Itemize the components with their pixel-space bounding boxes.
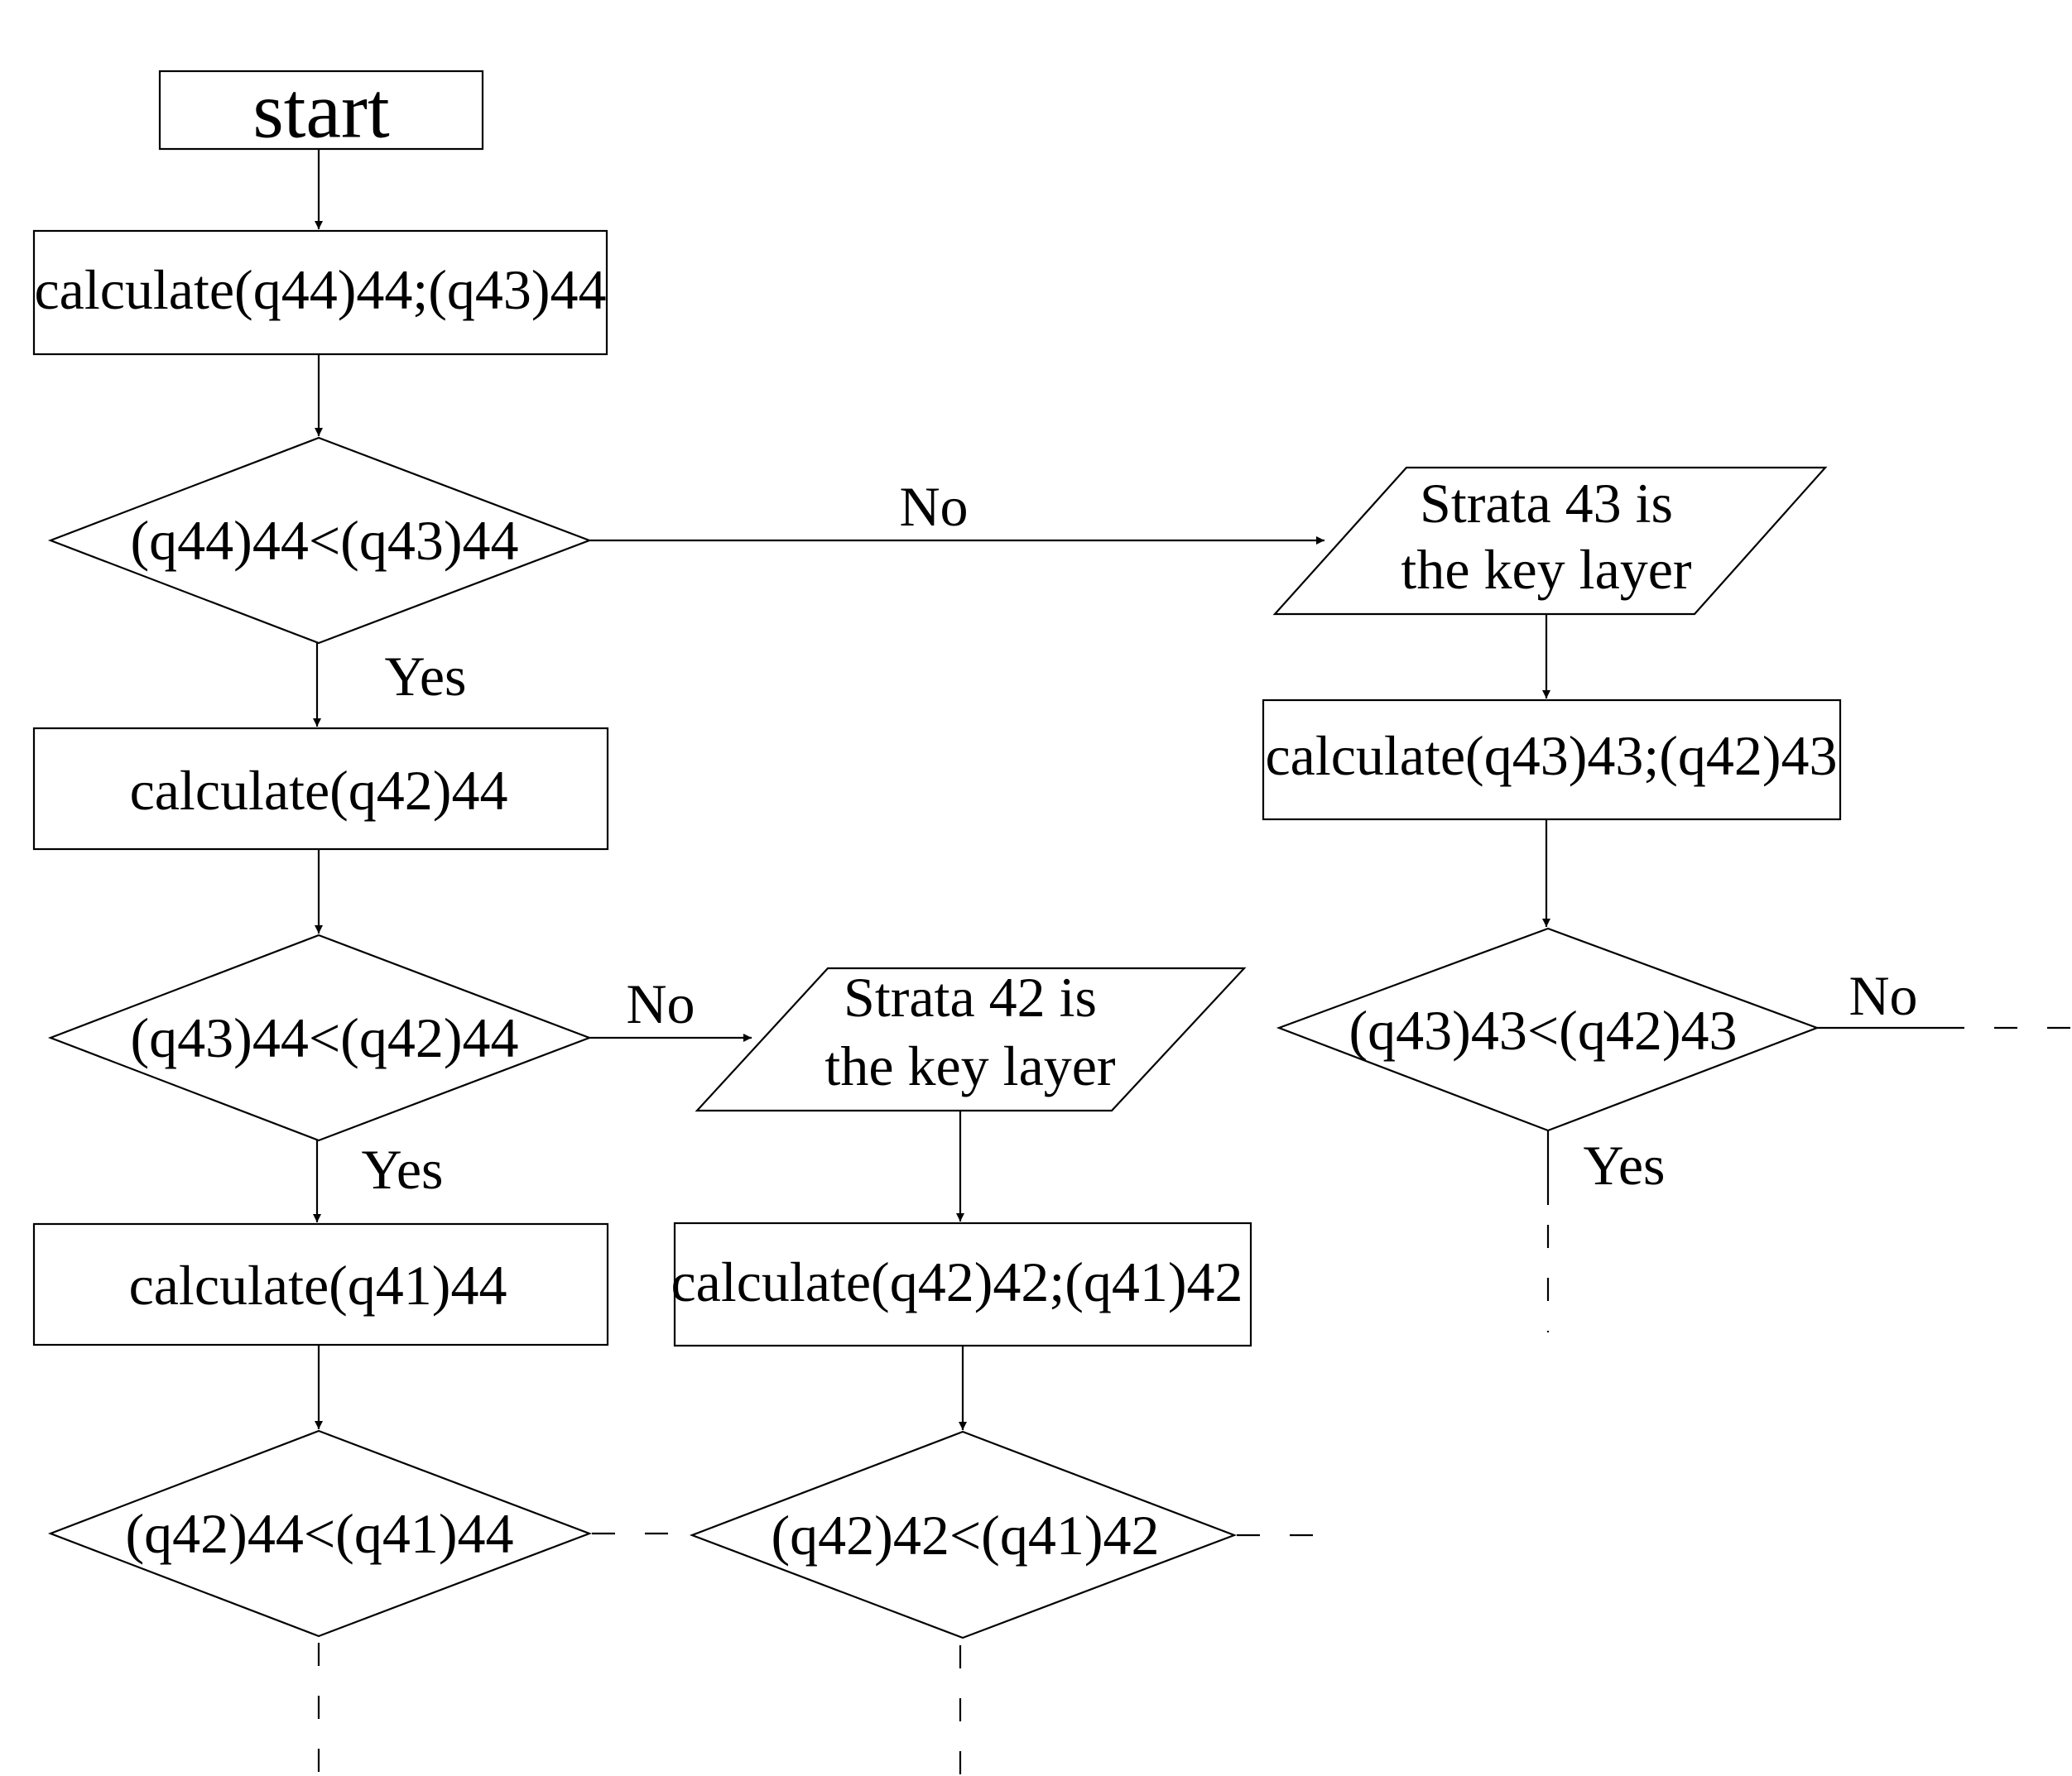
node-calc43: calculate(q43)43;(q42)43 xyxy=(1262,698,1842,821)
node-io43: Strata 43 is the key layer xyxy=(1272,466,1828,616)
node-dec3: (q42)44<(q41)44 xyxy=(47,1429,593,1638)
node-dec1-label: (q44)44<(q43)44 xyxy=(131,509,519,572)
edge-label-no-2: No xyxy=(1848,964,1917,1027)
node-io43-label-line1: Strata 43 is xyxy=(1420,472,1673,535)
node-dec43: (q43)43<(q42)43 xyxy=(1276,927,1820,1132)
edge-dec2-io42: No xyxy=(589,972,752,1042)
node-io42-label-line1: Strata 42 is xyxy=(844,966,1097,1029)
node-calc42-label: calculate(q42)42;(q41)42 xyxy=(671,1250,1243,1313)
node-start-label: start xyxy=(252,66,390,155)
node-io42: Strata 42 is the key layer xyxy=(695,966,1247,1112)
edge-label-yes-3: Yes xyxy=(362,1138,444,1201)
edge-dec43-no: No xyxy=(1817,964,2072,1030)
node-calc2: calculate(q42)44 xyxy=(32,727,609,851)
node-io42-label-line2: the key layer xyxy=(824,1034,1116,1097)
edge-dec43-yes: Yes xyxy=(1546,1130,1666,1332)
edge-label-no-3: No xyxy=(626,972,695,1035)
edge-dec1-io43: No xyxy=(589,475,1324,545)
edge-label-yes-2: Yes xyxy=(1584,1134,1666,1197)
node-start: start xyxy=(158,66,484,155)
node-calc3: calculate(q41)44 xyxy=(32,1222,609,1346)
node-io43-label-line2: the key layer xyxy=(1401,538,1692,601)
node-calc42: calculate(q42)42;(q41)42 xyxy=(671,1222,1252,1347)
node-calc43-label: calculate(q43)43;(q42)43 xyxy=(1265,724,1837,787)
node-calc3-label: calculate(q41)44 xyxy=(129,1254,507,1317)
node-dec42: (q42)42<(q41)42 xyxy=(689,1430,1238,1639)
node-dec2: (q43)44<(q42)44 xyxy=(47,934,593,1142)
edge-dec2-calc3: Yes xyxy=(313,1138,444,1222)
node-dec3-label: (q42)44<(q41)44 xyxy=(126,1502,514,1565)
node-dec42-label: (q42)42<(q41)42 xyxy=(772,1504,1160,1567)
edge-dec1-calc2: Yes xyxy=(313,643,467,727)
node-dec1: (q44)44<(q43)44 xyxy=(47,436,593,645)
node-calc1-label: calculate(q44)44;(q43)44 xyxy=(34,258,606,321)
node-dec43-label: (q43)43<(q42)43 xyxy=(1349,999,1738,1062)
node-calc2-label: calculate(q42)44 xyxy=(130,759,508,822)
node-dec2-label: (q43)44<(q42)44 xyxy=(131,1006,519,1069)
edge-label-no-1: No xyxy=(899,475,968,538)
node-calc1: calculate(q44)44;(q43)44 xyxy=(32,229,608,356)
edge-label-yes-1: Yes xyxy=(385,645,467,708)
